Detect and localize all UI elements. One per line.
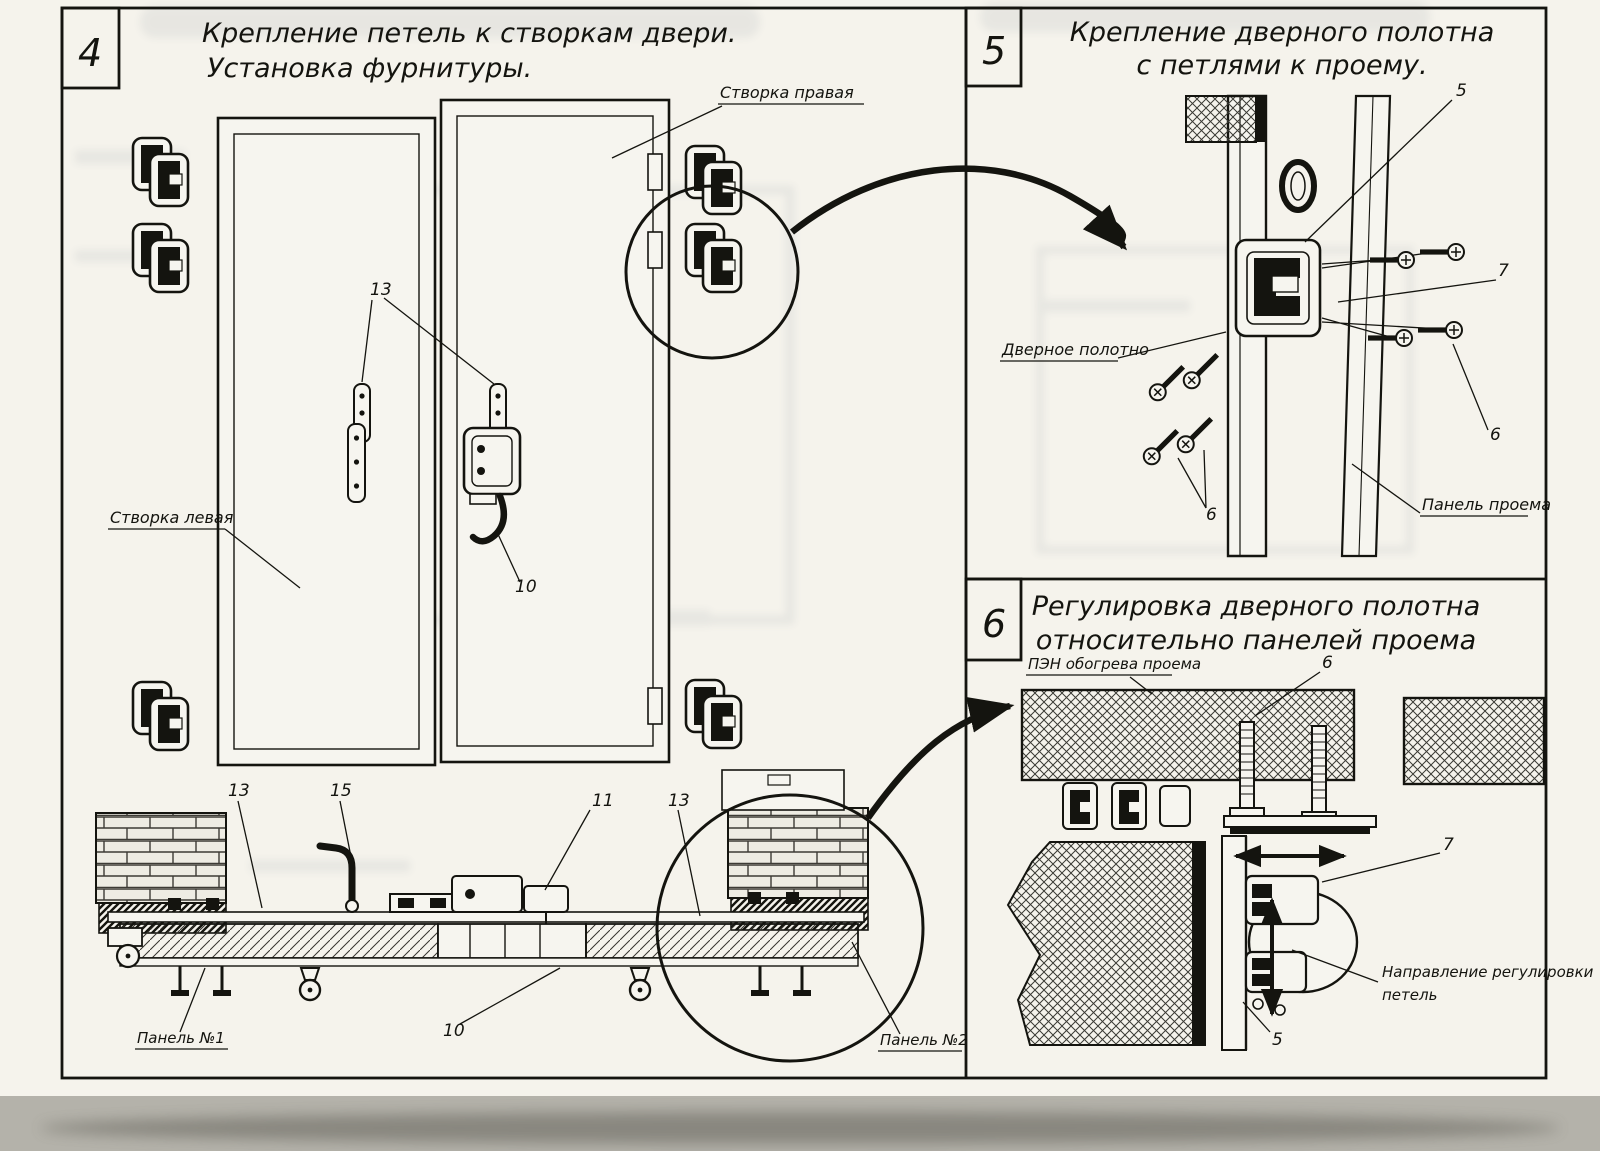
callout-11-bracket: 11	[592, 791, 614, 811]
panel4-title-line1: Крепление петель к створкам двери.	[202, 18, 737, 49]
leader-line	[1351, 463, 1421, 514]
hinge-top-plate	[1223, 815, 1377, 828]
bracket-item-11	[523, 885, 569, 913]
panel5-number-box	[964, 6, 1023, 88]
callout-6-screws-left: 6	[1206, 505, 1217, 525]
label-direction-line1: Направление регулировки	[1382, 963, 1594, 981]
detail-arrow-to-panel6	[865, 696, 1015, 820]
leader-line	[361, 297, 495, 385]
panel6-title-line2: относительно панелей проема	[1036, 625, 1476, 656]
door-edge-channel	[1221, 835, 1247, 1051]
insulation-block	[1006, 841, 1206, 1046]
leader-line	[611, 105, 723, 159]
leader-line	[1242, 1001, 1271, 1033]
callout-13-section-right: 13	[668, 791, 690, 811]
callout-6-bolt: 6	[1322, 653, 1333, 673]
latch-assembly	[347, 423, 522, 545]
leader-line	[179, 967, 206, 1033]
panel4-number: 4	[78, 31, 102, 75]
panel6-number: 6	[982, 602, 1006, 646]
lintel-mark	[767, 774, 791, 786]
leader-line	[224, 528, 301, 589]
label-direction-line2: петель	[1382, 986, 1437, 1004]
left-door-leaf	[216, 116, 437, 767]
leader-line	[1177, 449, 1207, 509]
edge-hinge-mark	[647, 153, 663, 191]
callout-7-hinge-axis: 7	[1443, 835, 1454, 855]
leader-line	[1304, 99, 1453, 243]
panel6-drawing	[1006, 671, 1546, 1051]
callout-15-lever: 15	[330, 781, 352, 801]
hinge-detail	[1234, 238, 1322, 338]
lever-item-15	[316, 842, 356, 910]
leader-line	[851, 941, 901, 1035]
leader-line	[459, 967, 561, 1025]
detail-circle-bottom	[655, 793, 925, 1063]
leader-line	[1254, 671, 1321, 717]
caster-wheel	[298, 966, 322, 1002]
panel6-title-line1: Регулировка дверного полотна	[1032, 591, 1481, 622]
edge-hinge-mark	[647, 231, 663, 269]
caster-wheel	[628, 966, 652, 1002]
panel4-number-box	[60, 6, 121, 90]
leader-line	[1129, 676, 1153, 695]
panel4-title-line2: Установка фурнитуры.	[207, 53, 532, 84]
callout-6-screws-right: 6	[1490, 425, 1501, 445]
callout-13-section-left: 13	[228, 781, 250, 801]
panel5-title-line2: с петлями к проему.	[1136, 50, 1427, 81]
detail-arrow-to-panel5	[789, 165, 1128, 251]
label-opening-panel: Панель проема	[1422, 495, 1551, 514]
opening-beam	[1020, 688, 1356, 782]
label-left-leaf: Створка левая	[110, 508, 234, 527]
panel6-number-box	[964, 577, 1023, 662]
callout-5-hinge: 5	[1456, 81, 1467, 101]
handle-cutout	[1279, 159, 1317, 213]
leader-line	[1291, 949, 1379, 983]
callout-10-section: 10	[443, 1021, 465, 1041]
panel4-drawing	[95, 98, 1128, 1063]
leader-line	[1117, 331, 1227, 359]
leader-line	[1337, 279, 1497, 303]
label-panel-1: Панель №1	[137, 1029, 225, 1047]
callout-7-screw-axis: 7	[1498, 261, 1509, 281]
label-heater: ПЭН обогрева проема	[1028, 655, 1201, 673]
panel5-number: 5	[982, 29, 1006, 73]
callout-5-hinge-bottom: 5	[1272, 1030, 1283, 1050]
drawing-frame	[60, 6, 1548, 1080]
brick-wall-right	[727, 807, 869, 899]
edge-hinge-mark	[647, 687, 663, 725]
panel5-title-line1: Крепление дверного полотна	[1070, 17, 1495, 48]
threshold-cross-section	[95, 769, 869, 1002]
leader-line	[237, 800, 701, 917]
opening-beam-right	[1402, 696, 1546, 786]
corner-block	[1185, 95, 1257, 143]
callout-10-latch: 10	[515, 577, 537, 597]
label-right-leaf: Створка правая	[720, 83, 854, 102]
callout-13-hinge-plates: 13	[370, 280, 392, 300]
brick-wall-left	[95, 812, 227, 904]
label-door-leaf: Дверное полотно	[1001, 340, 1149, 359]
leader-line	[496, 531, 521, 583]
label-panel-2: Панель №2	[880, 1031, 968, 1049]
scan-shadow	[40, 1112, 1560, 1144]
panel5-drawing	[1117, 94, 1497, 558]
leader-line	[1321, 852, 1441, 883]
detail-circle-top	[624, 184, 800, 360]
leader-line	[1452, 343, 1489, 431]
